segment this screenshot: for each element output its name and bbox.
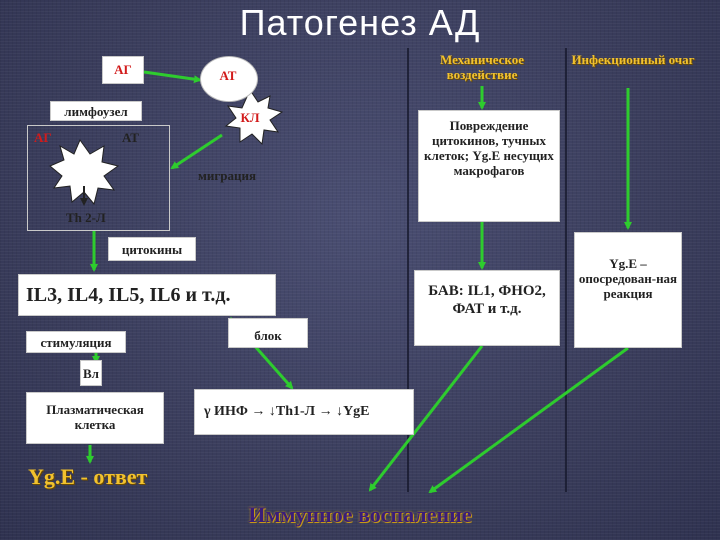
- arrow-bav-to-inflammation: [368, 345, 484, 492]
- ag-label: АГ: [114, 62, 132, 77]
- bav-box: [414, 270, 560, 346]
- stimulation-label: стимуляция: [40, 335, 112, 350]
- kl-label: КЛ: [240, 110, 260, 125]
- ag-box: [102, 56, 144, 84]
- il-list: IL3, IL4, IL5, IL6 и т.д.: [26, 284, 230, 306]
- stimulation-box: [26, 331, 126, 353]
- il-list-text: IL3, IL4, IL5, IL6 и т.д.: [26, 284, 231, 306]
- il-box: [18, 274, 276, 316]
- cytokines-label: цитокины: [121, 242, 183, 257]
- bl-label: Вл: [83, 366, 99, 381]
- yge-reaction-label: Yg.E – опосредован-ная реакция: [578, 256, 678, 301]
- kl-burst-shape: [224, 88, 284, 146]
- migration-label: миграция: [198, 168, 256, 183]
- lymph-ag-label: АГ: [34, 130, 52, 145]
- infect-header: Инфекционный очаг: [571, 52, 695, 67]
- th2-label: Th 2-Л: [66, 210, 106, 225]
- yge-answer: Yg.E - ответ: [28, 464, 148, 489]
- plasma-box: [26, 392, 164, 444]
- arrow-kl-to-lymph: [170, 133, 223, 170]
- lymph-title: лимфоузел: [64, 104, 128, 119]
- block-label: блок: [254, 328, 282, 343]
- ifn-chain: γ ИНФ → ↓Th1-Л → ↓YgE: [204, 404, 370, 419]
- bav-label: БАВ: IL1, ФНО2, ФАТ и т.д.: [428, 283, 546, 317]
- arrow-ag-to-at: [143, 70, 202, 84]
- block-box: [228, 318, 308, 348]
- bl-box: [80, 360, 102, 386]
- arrow-yge-to-inflammation: [428, 346, 629, 494]
- ifn-box: [194, 389, 414, 435]
- damage-label: Повреждение цитокинов, тучных клеток; Yg…: [424, 118, 554, 178]
- lymph-node-box: [27, 125, 170, 231]
- immune-inflammation: Иммунное воспаление: [248, 502, 472, 527]
- mech-header: Механическое воздействие: [439, 52, 525, 82]
- cytokines-box: [108, 237, 196, 261]
- lymph-at-label: АТ: [122, 130, 139, 145]
- at-circle: [200, 56, 258, 102]
- at-label: АТ: [219, 68, 237, 83]
- lymph-title-box: [50, 101, 142, 121]
- plasma-label: Плазматическая клетка: [46, 402, 144, 432]
- page-title: Патогенез АД: [239, 2, 481, 43]
- yge-reaction-box: [574, 232, 682, 348]
- damage-box: [418, 110, 560, 222]
